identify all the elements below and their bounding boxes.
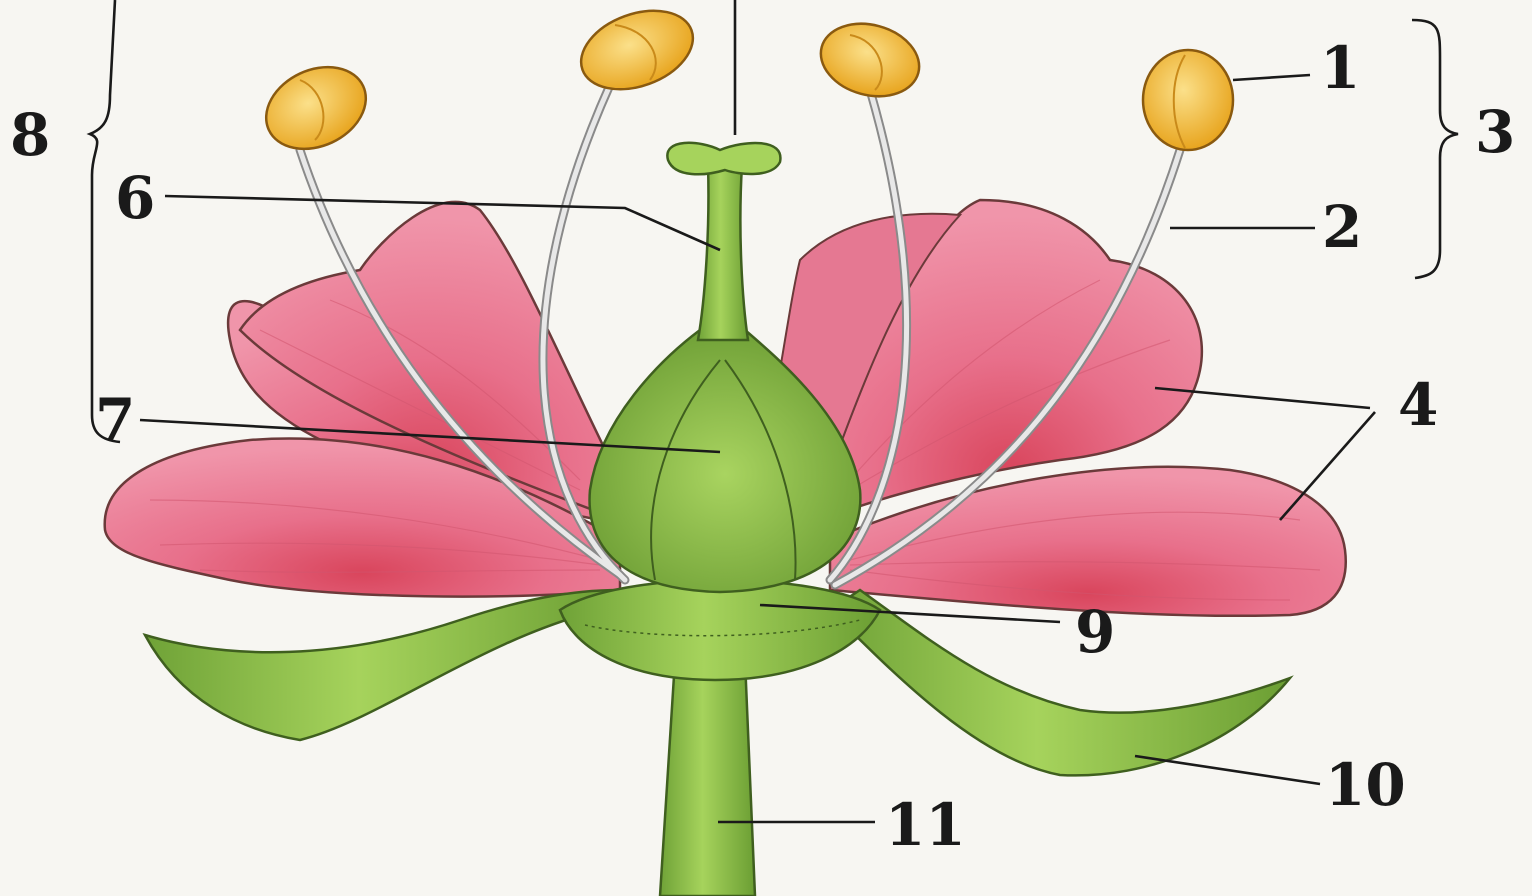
label-2: 2 (1322, 193, 1362, 261)
label-10: 10 (1325, 751, 1406, 819)
anthers (253, 0, 1233, 164)
label-8: 8 (10, 101, 50, 169)
label-1: 1 (1320, 34, 1360, 102)
brace-3 (1412, 20, 1458, 278)
label-6: 6 (115, 164, 155, 232)
label-4: 4 (1398, 371, 1438, 439)
label-3: 3 (1475, 98, 1515, 166)
label-9: 9 (1075, 598, 1115, 666)
label-7: 7 (95, 386, 135, 454)
label-11: 11 (885, 791, 966, 859)
stalk (660, 660, 755, 896)
stigma (667, 143, 780, 174)
style (698, 165, 748, 340)
